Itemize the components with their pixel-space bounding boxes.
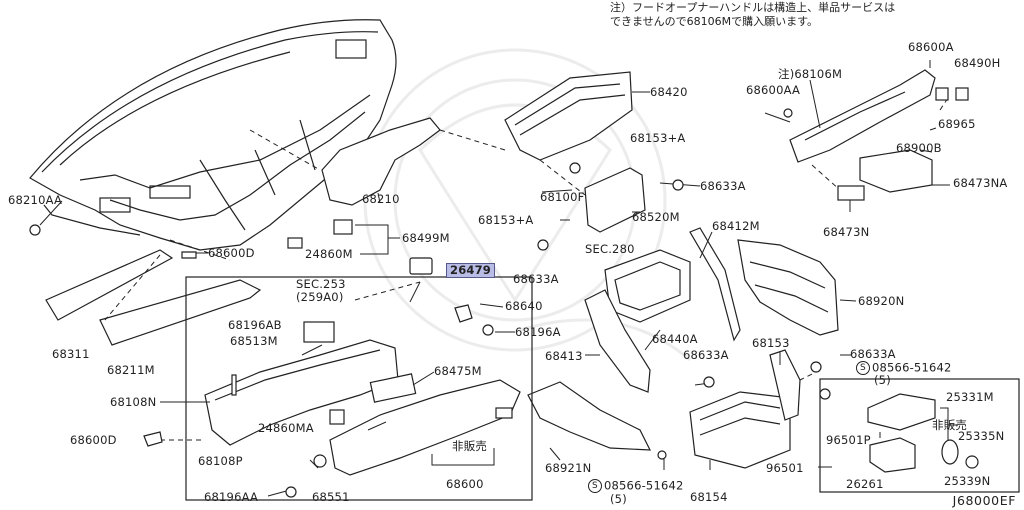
label-hanbai-1: 非販売	[452, 439, 488, 453]
label-68412M[interactable]: 68412M	[712, 219, 760, 233]
label-08566-bottom-text: 08566-51642	[604, 478, 684, 493]
label-68106M[interactable]: 注)68106M	[778, 67, 843, 81]
label-68108P[interactable]: 68108P	[198, 454, 243, 468]
label-68196AA[interactable]: 68196AA	[204, 490, 259, 504]
label-sec253[interactable]: SEC.253	[296, 277, 346, 291]
label-68499M[interactable]: 68499M	[402, 231, 450, 245]
label-68633A-low[interactable]: 68633A	[683, 348, 729, 362]
label-68551[interactable]: 68551	[312, 490, 350, 504]
label-68520M[interactable]: 68520M	[632, 210, 680, 224]
label-68210AA[interactable]: 68210AA	[8, 193, 63, 207]
label-68600[interactable]: 68600	[446, 477, 484, 491]
label-68473NA[interactable]: 68473NA	[953, 176, 1008, 190]
glovebox-lamp-box	[369, 373, 417, 403]
label-25339N[interactable]: 25339N	[944, 474, 991, 488]
label-68900B[interactable]: 68900B	[896, 141, 942, 155]
label-68153A-mid[interactable]: 68153+A	[478, 213, 534, 227]
label-68108N[interactable]: 68108N	[110, 395, 157, 409]
label-68196AB[interactable]: 68196AB	[228, 318, 282, 332]
label-68440A[interactable]: 68440A	[652, 332, 698, 346]
label-68513M[interactable]: 68513M	[230, 334, 278, 348]
label-68154[interactable]: 68154	[690, 490, 728, 504]
label-68311[interactable]: 68311	[52, 347, 90, 361]
label-68196A[interactable]: 68196A	[515, 325, 561, 339]
label-68153[interactable]: 68153	[752, 336, 790, 350]
hood-opener-group	[789, 69, 936, 193]
side-trim-68413	[584, 289, 651, 393]
label-68640[interactable]: 68640	[505, 299, 543, 313]
instrument-panel	[29, 19, 397, 251]
label-68490H[interactable]: 68490H	[954, 56, 1001, 70]
label-68473N[interactable]: 68473N	[823, 225, 870, 239]
lower-trim-68921N	[527, 381, 651, 451]
label-68920N[interactable]: 68920N	[858, 294, 905, 308]
label-08566-bottom-qty: (5)	[610, 492, 627, 506]
label-68633A-right[interactable]: 68633A	[850, 347, 896, 361]
lower-brackets	[689, 349, 801, 469]
label-68600D-b[interactable]: 68600D	[70, 433, 117, 447]
label-68413[interactable]: 68413	[545, 349, 583, 363]
label-25331M[interactable]: 25331M	[946, 390, 994, 404]
label-96501P[interactable]: 96501P	[826, 433, 871, 447]
cluster-lid	[321, 117, 441, 206]
ashtray-group-frame	[819, 378, 1020, 493]
label-68211M[interactable]: 68211M	[107, 363, 155, 377]
center-vent	[504, 71, 633, 161]
label-24860MA[interactable]: 24860MA	[258, 421, 314, 435]
center-finisher	[584, 167, 646, 233]
s-circle-icon: S	[588, 479, 602, 493]
s-circle-icon: S	[856, 361, 870, 375]
drawing-code: J68000EF	[952, 493, 1016, 508]
leader-dashes	[104, 94, 951, 441]
label-68210[interactable]: 68210	[362, 192, 400, 206]
label-08566-right-text: 08566-51642	[872, 360, 952, 375]
label-68600AA[interactable]: 68600AA	[746, 83, 801, 97]
fasteners	[29, 87, 969, 498]
right-panel-68920N	[737, 239, 839, 336]
trim-strip-68412M	[689, 227, 741, 342]
label-sec253-sub: (259A0)	[296, 290, 344, 304]
service-note: 注）フードオープナーハンドルは構造上、単品サービスは できませんので68106M…	[610, 1, 896, 28]
label-68100F[interactable]: 68100F	[540, 190, 585, 204]
glovebox-group-frame	[185, 276, 533, 501]
label-26479-highlighted[interactable]: 26479	[446, 263, 496, 278]
label-68921N[interactable]: 68921N	[545, 461, 592, 475]
label-96501[interactable]: 96501	[766, 461, 804, 475]
label-68600A[interactable]: 68600A	[908, 40, 954, 54]
label-68965[interactable]: 68965	[938, 117, 976, 131]
lower-panel-68311	[45, 249, 174, 321]
label-hanbai-2: 非販売	[932, 418, 968, 432]
label-68633A-mid[interactable]: 68633A	[513, 272, 559, 286]
label-sec280[interactable]: SEC.280	[585, 242, 635, 256]
label-68600D[interactable]: 68600D	[208, 246, 255, 260]
label-24860M[interactable]: 24860M	[305, 247, 353, 261]
label-68153A-top[interactable]: 68153+A	[630, 131, 686, 145]
lower-panel-68211M	[99, 279, 262, 346]
label-08566-right-qty: (5)	[874, 373, 891, 387]
label-26261[interactable]: 26261	[846, 477, 884, 491]
ashtray-parts	[867, 393, 979, 473]
label-68420[interactable]: 68420	[650, 85, 688, 99]
label-68633A-top[interactable]: 68633A	[700, 179, 746, 193]
label-25335N[interactable]: 25335N	[958, 429, 1005, 443]
label-68475M[interactable]: 68475M	[434, 364, 482, 378]
